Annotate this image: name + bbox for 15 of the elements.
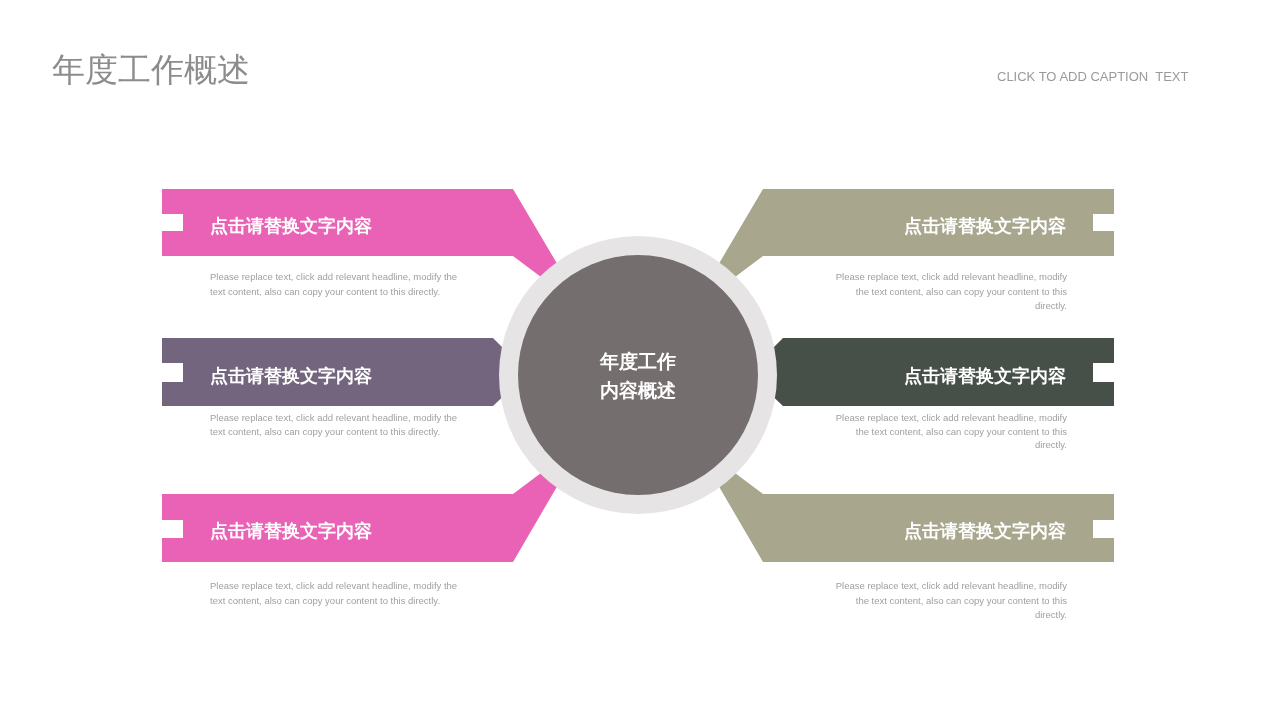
banner-heading: 点击请替换文字内容 bbox=[904, 215, 1066, 237]
caption-text: CLICK TO ADD CAPTION TEXT bbox=[997, 69, 1189, 84]
banner-heading: 点击请替换文字内容 bbox=[904, 365, 1066, 387]
description-text: Please replace text, click add relevant headline, modify the text content, also can copy your content to this directly. bbox=[834, 579, 1067, 622]
description-text: Please replace text, click add relevant headline, modify the text content, also can copy your content to this directly. bbox=[210, 579, 459, 608]
description-text: Please replace text, click add relevant headline, modify the text content, also can copy your content to this directly. bbox=[210, 411, 459, 438]
description-text: Please replace text, click add relevant headline, modify the text content, also can copy your content to this directly. bbox=[834, 411, 1067, 452]
description-text: Please replace text, click add relevant headline, modify the text content, also can copy your content to this directly. bbox=[210, 270, 459, 299]
slide-title: 年度工作概述 bbox=[52, 50, 250, 90]
banner-heading: 点击请替换文字内容 bbox=[210, 365, 372, 387]
banner-heading: 点击请替换文字内容 bbox=[904, 520, 1066, 542]
description-text: Please replace text, click add relevant headline, modify the text content, also can copy your content to this directly. bbox=[834, 270, 1067, 313]
banner-heading: 点击请替换文字内容 bbox=[210, 520, 372, 542]
hub-title: 年度工作内容概述 bbox=[599, 349, 677, 403]
banner-heading: 点击请替换文字内容 bbox=[210, 215, 372, 237]
